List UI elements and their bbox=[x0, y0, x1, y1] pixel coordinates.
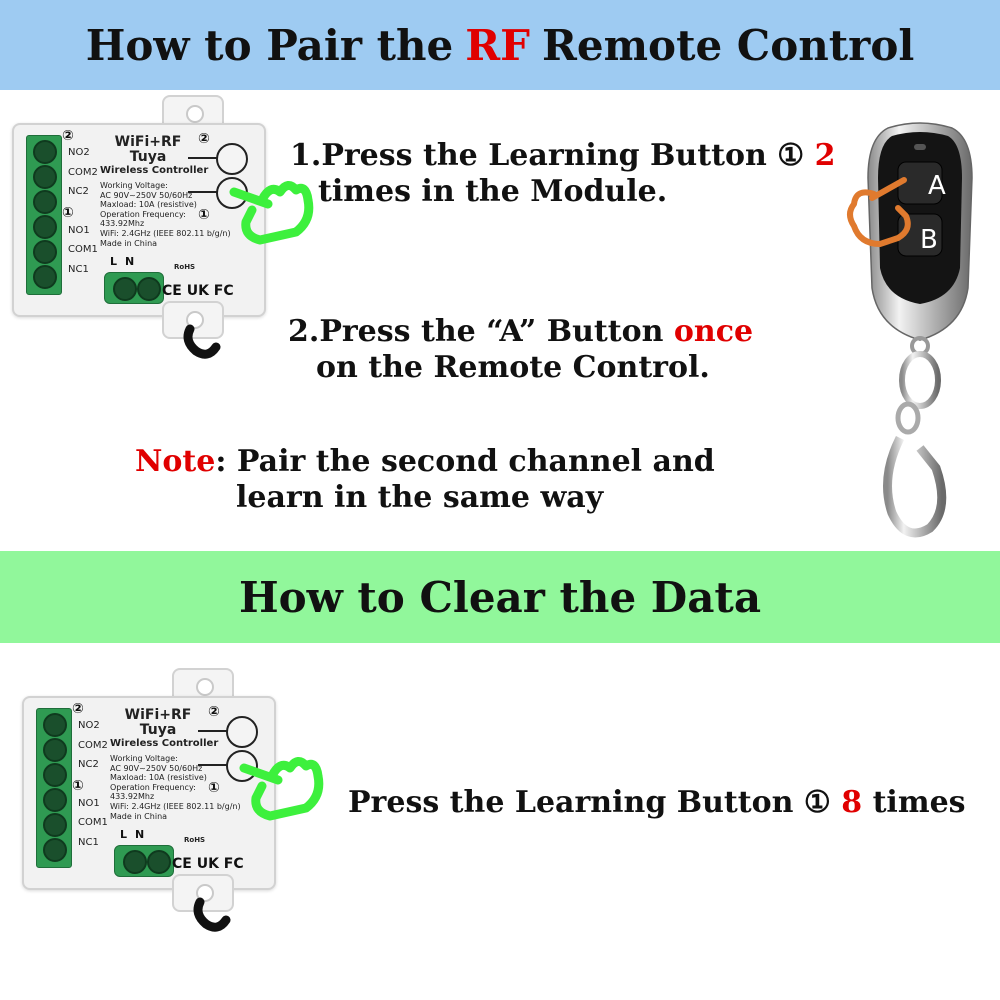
spec-line: Working Voltage: bbox=[110, 754, 178, 763]
pin-label: COM2 bbox=[68, 166, 98, 178]
green-hand-pointer-icon bbox=[239, 757, 324, 821]
module-title-line: Tuya bbox=[129, 149, 167, 165]
pin-label: NO2 bbox=[78, 720, 100, 731]
spec-line: 433.92Mhz bbox=[110, 792, 155, 802]
pin-labels: NO2 COM2 NC2 NO1 COM1 NC1 bbox=[68, 143, 98, 279]
module-subtitle: Wireless Controller bbox=[100, 165, 209, 176]
note-line-2: learn in the same way bbox=[236, 480, 604, 515]
channel-2-button-mark: ② bbox=[198, 131, 210, 147]
pin-label: NC1 bbox=[68, 263, 89, 275]
pair-title-banner: How to Pair the RF Remote Control bbox=[0, 0, 1000, 90]
pin-label: NO1 bbox=[78, 797, 100, 809]
clear-step-post: times bbox=[862, 785, 966, 820]
pin-label: NO2 bbox=[68, 147, 90, 158]
module-title: WiFi+RF Tuya bbox=[108, 135, 188, 165]
channel-1-button-mark: ① bbox=[198, 207, 210, 223]
clear-title: How to Clear the Data bbox=[238, 572, 762, 622]
rf-remote-control: A B bbox=[867, 122, 973, 538]
pin-label: NC2 bbox=[78, 759, 99, 770]
module-title-line: WiFi+RF bbox=[114, 134, 182, 150]
step-1-line-1: 1.Press the Learning Button bbox=[290, 138, 778, 173]
spec-line: Made in China bbox=[110, 811, 168, 821]
rohs-label: RoHS bbox=[184, 836, 206, 844]
cert-marks: CE UK FC bbox=[162, 283, 234, 299]
module-title: WiFi+RF Tuya bbox=[118, 708, 198, 738]
rohs-label: RoHS bbox=[174, 263, 196, 271]
pair-title-pre: How to Pair the bbox=[85, 20, 454, 70]
note-label: Note bbox=[135, 444, 216, 479]
module-subtitle: Wireless Controller bbox=[110, 738, 219, 749]
orange-hand-pointer-icon bbox=[847, 177, 911, 247]
spec-line: WiFi: 2.4GHz (IEEE 802.11 b/g/n) bbox=[100, 228, 231, 238]
spec-line: Maxload: 10A (resistive) bbox=[100, 200, 197, 210]
channel-1-button-mark: ① bbox=[208, 780, 220, 796]
remote-button-a[interactable]: A bbox=[928, 171, 946, 201]
module-title-line: Tuya bbox=[139, 722, 177, 738]
step-2-line-2: on the Remote Control. bbox=[316, 350, 710, 385]
terminal-block bbox=[26, 135, 62, 295]
terminal-block bbox=[36, 708, 72, 868]
clear-title-banner: How to Clear the Data bbox=[0, 551, 1000, 643]
circled-one: ① bbox=[803, 785, 831, 820]
pin-label: NO1 bbox=[68, 224, 90, 236]
module-specs: Working Voltage: AC 90V~250V 50/60Hz Max… bbox=[110, 754, 241, 821]
antenna-icon bbox=[183, 324, 221, 359]
channel-2-button-mark: ② bbox=[208, 704, 220, 720]
spec-line: AC 90V~250V 50/60Hz bbox=[110, 763, 203, 773]
spec-line: Operation Frequency: bbox=[110, 782, 196, 792]
pin-label: NC2 bbox=[68, 186, 89, 197]
spec-line: Operation Frequency: bbox=[100, 209, 186, 219]
note-line-1: : Pair the second channel and bbox=[215, 444, 715, 479]
power-terminal bbox=[114, 845, 174, 877]
spec-line: AC 90V~250V 50/60Hz bbox=[100, 190, 193, 200]
channel-1-mark: ① bbox=[62, 205, 74, 221]
module-specs: Working Voltage: AC 90V~250V 50/60Hz Max… bbox=[100, 181, 231, 248]
spec-line: Maxload: 10A (resistive) bbox=[110, 773, 207, 783]
step-1-text: 1.Press the Learning Button ① 2 times in… bbox=[290, 138, 835, 210]
wifi-rf-module-bottom: ② ① NO2 COM2 NC2 NO1 COM1 NC1 WiFi+RF Tu… bbox=[22, 668, 282, 948]
spec-line: Working Voltage: bbox=[100, 181, 168, 190]
channel-1-mark: ① bbox=[72, 778, 84, 794]
pin-label: COM1 bbox=[68, 244, 98, 255]
circled-one: ① bbox=[777, 138, 805, 173]
cert-marks: CE UK FC bbox=[172, 856, 244, 872]
learn-button-2[interactable] bbox=[226, 716, 258, 748]
clear-step-pre: Press the Learning Button bbox=[348, 785, 804, 820]
ln-label: LN bbox=[110, 255, 143, 268]
step-1-count: 2 bbox=[814, 138, 836, 173]
remote-button-b[interactable]: B bbox=[920, 225, 938, 255]
note-text: Note: Pair the second channel and learn … bbox=[135, 444, 715, 516]
pin-label: COM1 bbox=[78, 817, 108, 828]
spec-line: Made in China bbox=[100, 238, 158, 248]
step-2-line-1: 2.Press the “A” Button bbox=[288, 314, 674, 349]
pair-title-post: Remote Control bbox=[541, 20, 915, 70]
pin-label: COM2 bbox=[78, 739, 108, 751]
spec-line: WiFi: 2.4GHz (IEEE 802.11 b/g/n) bbox=[110, 801, 241, 811]
ln-label: LN bbox=[120, 828, 153, 841]
power-terminal bbox=[104, 272, 164, 304]
pin-labels: NO2 COM2 NC2 NO1 COM1 NC1 bbox=[78, 716, 108, 852]
wifi-rf-module-top: ② ① NO2 COM2 NC2 NO1 COM1 NC1 WiFi+RF Tu… bbox=[12, 95, 272, 375]
pin-label: NC1 bbox=[78, 836, 99, 848]
pair-title-accent: RF bbox=[465, 20, 530, 70]
step-1-line-2: times in the Module. bbox=[318, 174, 668, 209]
clear-step-count: 8 bbox=[841, 785, 863, 820]
learn-button-2[interactable] bbox=[216, 143, 248, 175]
green-hand-pointer-icon bbox=[229, 181, 314, 245]
channel-2-mark: ② bbox=[72, 701, 84, 717]
step-2-once: once bbox=[673, 314, 754, 349]
clear-step-text: Press the Learning Button ① 8 times bbox=[348, 785, 966, 821]
antenna-icon bbox=[193, 897, 231, 932]
module-title-line: WiFi+RF bbox=[124, 707, 192, 723]
step-2-text: 2.Press the “A” Button once on the Remot… bbox=[288, 314, 753, 386]
spec-line: 433.92Mhz bbox=[100, 219, 145, 229]
channel-2-mark: ② bbox=[62, 128, 74, 144]
